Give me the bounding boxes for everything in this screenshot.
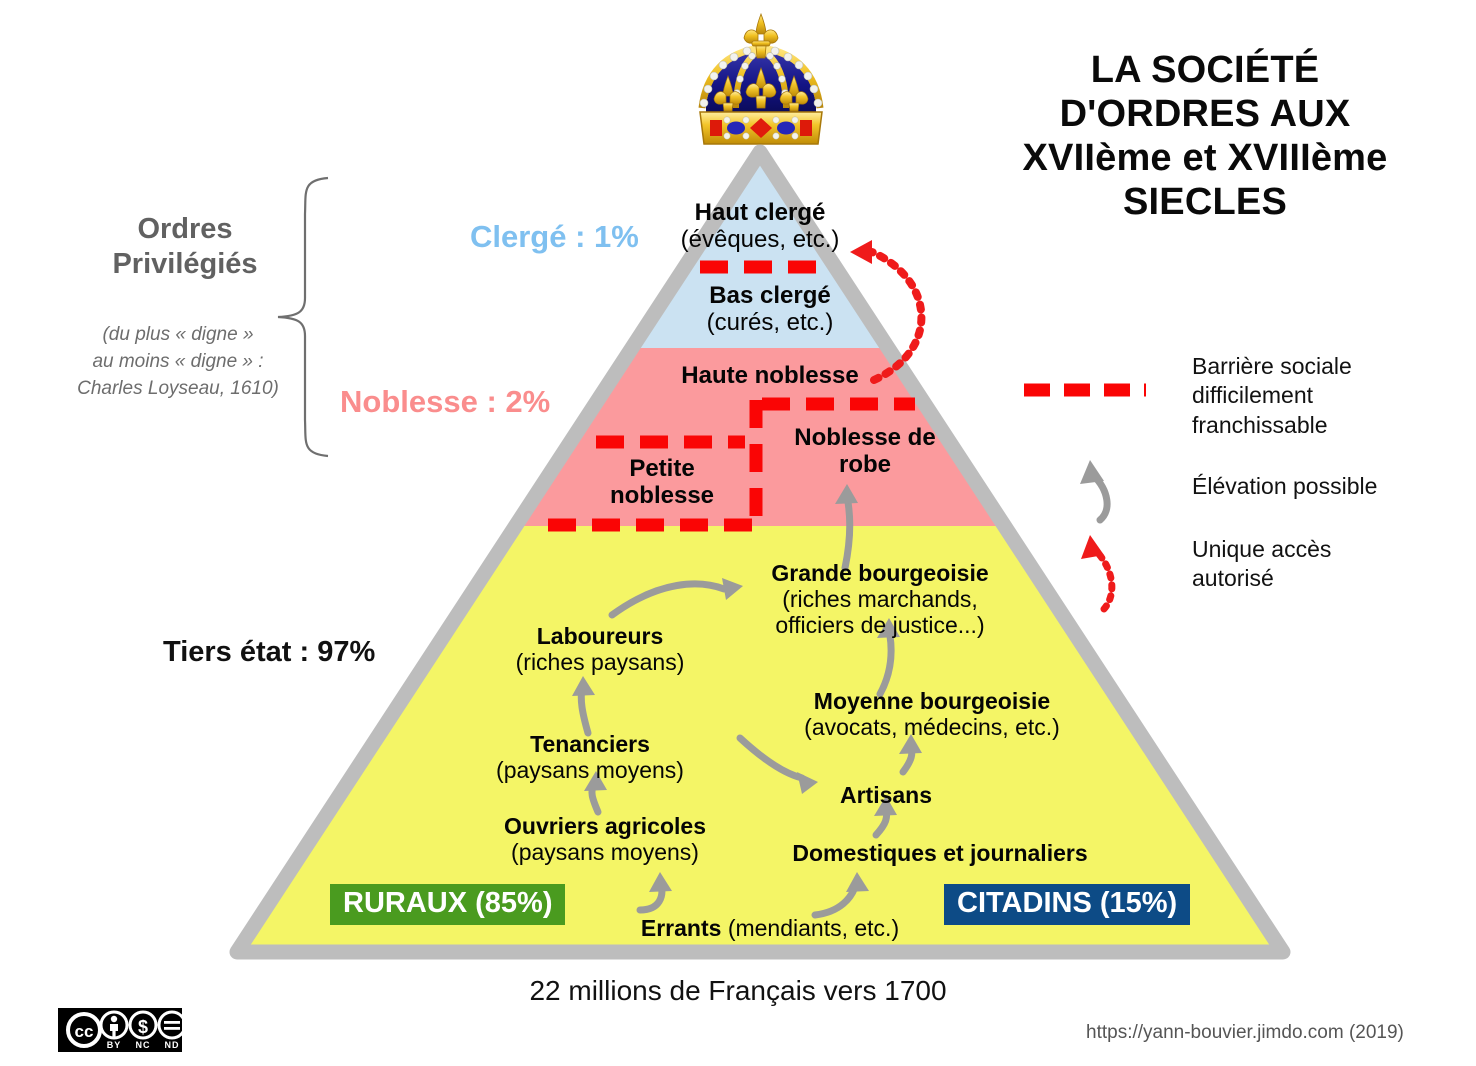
legend-access-line-1: Unique accès xyxy=(1192,536,1332,562)
legend-barrier-line-1: Barrière sociale xyxy=(1192,353,1352,379)
moyenne-bourgeoisie-name: Moyenne bourgeoisie xyxy=(813,688,1051,714)
ouvriers-agricoles-name: Ouvriers agricoles xyxy=(504,813,706,839)
arrowhead-grande2 xyxy=(877,618,900,638)
haut-clerge-name: Haut clergé xyxy=(694,199,826,226)
legend-barrier-label: Barrière sociale difficilement franchiss… xyxy=(1192,352,1442,440)
svg-text:ND: ND xyxy=(165,1040,180,1050)
group-laboureurs: Laboureurs (riches paysans) xyxy=(480,623,720,675)
badge-ruraux: RURAUX (85%) xyxy=(330,884,566,925)
citation-line-3: Charles Loyseau, 1610) xyxy=(77,377,279,399)
errants-detail: (mendiants, etc.) xyxy=(727,915,900,941)
haut-clerge-detail: (évêques, etc.) xyxy=(680,225,840,253)
group-haut-clerge: Haut clergé (évêques, etc.) xyxy=(620,199,900,254)
haute-noblesse-name: Haute noblesse xyxy=(681,362,859,389)
arrowhead-artisans2 xyxy=(797,772,818,794)
orders-heading-line-1: Ordres xyxy=(137,213,233,245)
title-line-4: SIECLES xyxy=(1123,181,1287,224)
group-domestiques: Domestiques et journaliers xyxy=(750,840,1130,866)
access-arrow-head xyxy=(850,240,872,264)
legend-access-icon xyxy=(1081,535,1116,613)
noblesse-robe-line-2: robe xyxy=(838,450,891,478)
page-title: LA SOCIÉTÉ D'ORDRES AUX XVIIème et XVIII… xyxy=(950,48,1460,224)
estate-label-clergy: Clergé : 1% xyxy=(470,219,639,254)
royal-crown-icon xyxy=(698,12,824,145)
bas-clerge-detail: (curés, etc.) xyxy=(706,308,834,336)
privileged-orders-heading: Ordres Privilégiés xyxy=(75,212,295,282)
estate-label-nobility: Noblesse : 2% xyxy=(340,384,551,419)
title-line-1: LA SOCIÉTÉ xyxy=(1090,49,1320,91)
title-line-3: XVIIème et XVIIIème xyxy=(1022,137,1388,180)
ouvriers-agricoles-detail: (paysans moyens) xyxy=(511,839,699,866)
tenanciers-detail: (paysans moyens) xyxy=(496,757,684,784)
domestiques-name: Domestiques et journaliers xyxy=(792,840,1088,866)
laboureurs-detail: (riches paysans) xyxy=(515,649,685,676)
source-url: https://yann-bouvier.jimdo.com (2019) xyxy=(1086,1022,1404,1043)
legend-access-line-2: autorisé xyxy=(1192,565,1274,592)
group-noblesse-de-robe: Noblesse de robe xyxy=(760,424,970,479)
legend-barrier-icon xyxy=(1024,383,1146,397)
loyseau-citation: (du plus « digne » au moins « digne » : … xyxy=(48,322,308,403)
privileged-orders-bracket xyxy=(277,176,329,458)
bas-clerge-name: Bas clergé xyxy=(709,282,831,309)
arrowhead-domestiques xyxy=(846,872,869,892)
orders-heading-line-2: Privilégiés xyxy=(112,247,258,280)
legend-access-label: Unique accès autorisé xyxy=(1192,535,1442,594)
legend-elevation-label: Élévation possible xyxy=(1192,473,1378,499)
citation-line-1: (du plus « digne » xyxy=(102,324,254,345)
group-artisans: Artisans xyxy=(793,782,979,808)
group-haute-noblesse: Haute noblesse xyxy=(610,362,930,390)
pyramid-outline xyxy=(229,144,1291,960)
arrowhead-moyenne xyxy=(899,734,922,754)
arrow-tenanciers-to-artisans xyxy=(736,734,806,782)
badge-citadins: CITADINS (15%) xyxy=(944,884,1191,925)
noblesse-robe-line-1: Noblesse de xyxy=(794,424,936,451)
artisans-name: Artisans xyxy=(839,782,933,808)
petite-noblesse-line-2: noblesse xyxy=(609,481,715,509)
arrowhead-grande xyxy=(722,578,743,600)
arrow-laboureurs-to-grande xyxy=(608,580,728,619)
estate-label-third-estate: Tiers état : 97% xyxy=(163,636,376,668)
group-moyenne-bourgeoisie: Moyenne bourgeoisie (avocats, médecins, … xyxy=(782,688,1082,740)
grande-bourgeoisie-detail-1: (riches marchands, xyxy=(782,586,978,613)
grande-bourgeoisie-detail-2: officiers de justice...) xyxy=(775,612,985,639)
group-bas-clerge: Bas clergé (curés, etc.) xyxy=(630,282,910,337)
creative-commons-license-icon: cc $ BY NC ND xyxy=(58,1008,182,1052)
group-tenanciers: Tenanciers (paysans moyens) xyxy=(470,731,710,783)
arrowhead-tenanciers xyxy=(584,771,607,791)
group-ouvriers-agricoles: Ouvriers agricoles (paysans moyens) xyxy=(470,813,740,865)
legend-elevation-icon xyxy=(1080,460,1111,524)
svg-text:BY: BY xyxy=(107,1040,122,1050)
moyenne-bourgeoisie-detail: (avocats, médecins, etc.) xyxy=(804,714,1060,741)
legend-barrier-line-3: franchissable xyxy=(1192,411,1328,438)
petite-noblesse-line-1: Petite xyxy=(629,455,695,482)
group-grande-bourgeoisie: Grande bourgeoisie (riches marchands, of… xyxy=(735,560,1025,639)
arrowhead-noblesse-robe xyxy=(835,484,858,504)
legend-barrier-line-2: difficilement xyxy=(1192,382,1314,409)
laboureurs-name: Laboureurs xyxy=(536,623,664,649)
arrowhead-artisans xyxy=(874,796,897,816)
svg-text:cc: cc xyxy=(75,1022,94,1041)
population-caption: 22 millions de Français vers 1700 xyxy=(529,975,947,1006)
title-line-2: D'ORDRES AUX xyxy=(1059,93,1351,136)
tenanciers-name: Tenanciers xyxy=(530,731,650,757)
access-arrow-path xyxy=(868,248,926,384)
errants-name: Errants xyxy=(640,915,722,941)
svg-text:NC: NC xyxy=(136,1040,151,1050)
svg-text:$: $ xyxy=(138,1017,148,1037)
group-petite-noblesse: Petite noblesse xyxy=(562,455,762,510)
grande-bourgeoisie-name: Grande bourgeoisie xyxy=(771,560,989,586)
citation-line-2: au moins « digne » : xyxy=(92,350,264,372)
arrowhead-ouvriers xyxy=(649,872,672,892)
group-errants: Errants (mendiants, etc.) xyxy=(600,915,940,941)
arrowhead-laboureurs xyxy=(572,676,595,696)
